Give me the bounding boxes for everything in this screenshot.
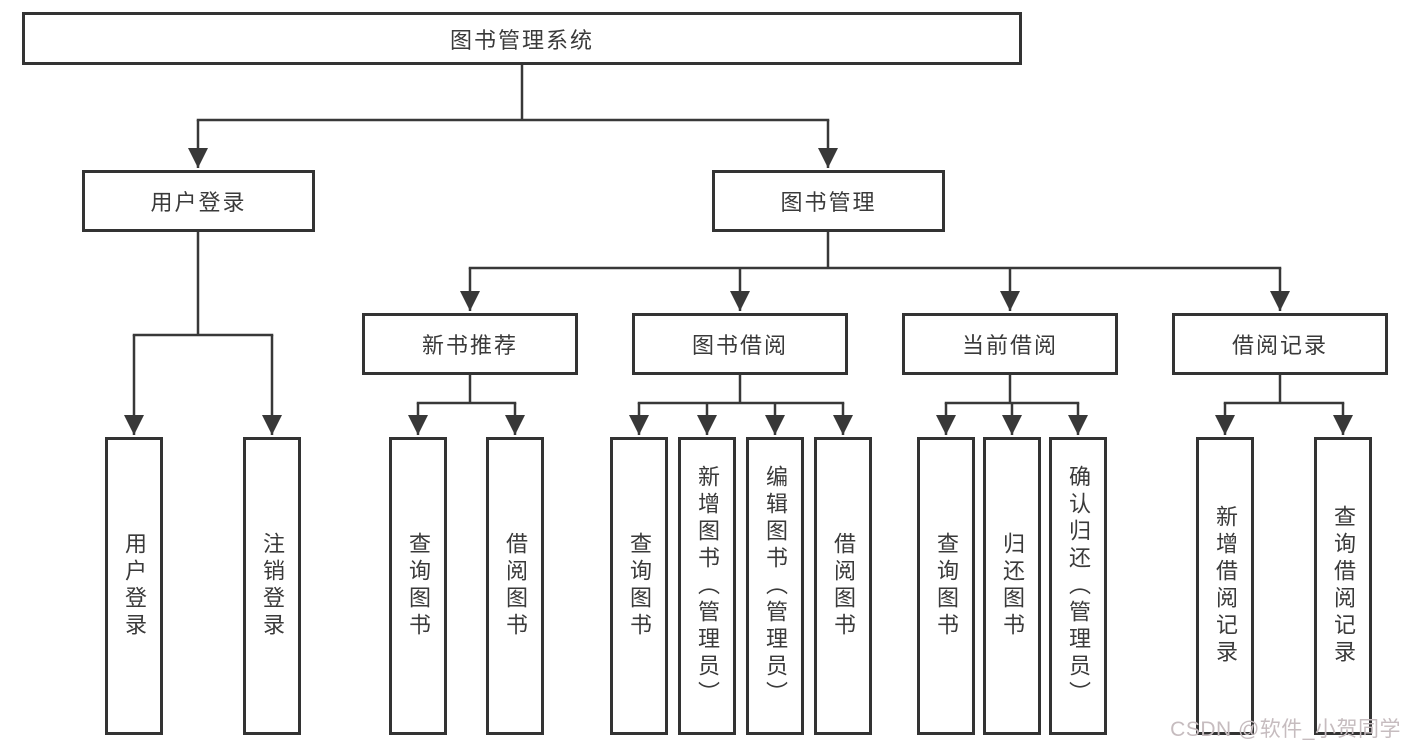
leaf-return-books-label: 归还图书 xyxy=(1000,532,1025,640)
leaf-user-login: 用户登录 xyxy=(105,437,163,735)
leaf-query-borrow-record: 查询借阅记录 xyxy=(1314,437,1372,735)
node-book-borrowing: 图书借阅 xyxy=(632,313,848,375)
node-book-management-label: 图书管理 xyxy=(780,190,877,215)
node-book-management: 图书管理 xyxy=(712,170,945,232)
node-current-borrowing: 当前借阅 xyxy=(902,313,1118,375)
watermark: CSDN @软件_小贺同学 xyxy=(1170,718,1401,741)
node-book-borrowing-label: 图书借阅 xyxy=(691,333,788,358)
node-current-borrowing-label: 当前借阅 xyxy=(961,333,1058,358)
leaf-query-books-current: 查询图书 xyxy=(917,437,975,735)
leaf-confirm-return-admin-label: 确认归还（管理员） xyxy=(1066,464,1091,708)
node-user-login-label: 用户登录 xyxy=(150,190,247,215)
leaf-borrow-books-recommend-label: 借阅图书 xyxy=(503,532,528,640)
leaf-query-books-borrow: 查询图书 xyxy=(610,437,668,735)
leaf-user-login-label: 用户登录 xyxy=(122,532,147,640)
leaf-query-books-borrow-label: 查询图书 xyxy=(627,532,652,640)
node-user-login: 用户登录 xyxy=(82,170,315,232)
leaf-add-book-admin-label: 新增图书（管理员） xyxy=(695,464,720,708)
node-new-book-recommendation-label: 新书推荐 xyxy=(421,333,518,358)
leaf-borrow-books: 借阅图书 xyxy=(814,437,872,735)
node-borrowing-records: 借阅记录 xyxy=(1172,313,1388,375)
leaf-query-books-recommend-label: 查询图书 xyxy=(406,532,431,640)
leaf-logout: 注销登录 xyxy=(243,437,301,735)
leaf-query-books-current-label: 查询图书 xyxy=(934,532,959,640)
leaf-add-book-admin: 新增图书（管理员） xyxy=(678,437,736,735)
leaf-query-borrow-record-label: 查询借阅记录 xyxy=(1331,505,1356,667)
node-new-book-recommendation: 新书推荐 xyxy=(362,313,578,375)
leaf-add-borrow-record: 新增借阅记录 xyxy=(1196,437,1254,735)
leaf-return-books: 归还图书 xyxy=(983,437,1041,735)
leaf-confirm-return-admin: 确认归还（管理员） xyxy=(1049,437,1107,735)
node-root-label: 图书管理系统 xyxy=(449,27,594,53)
node-borrowing-records-label: 借阅记录 xyxy=(1231,333,1328,358)
leaf-add-borrow-record-label: 新增借阅记录 xyxy=(1213,505,1238,667)
leaf-logout-label: 注销登录 xyxy=(260,532,285,640)
leaf-query-books-recommend: 查询图书 xyxy=(389,437,447,735)
node-root: 图书管理系统 xyxy=(22,12,1022,65)
leaf-borrow-books-recommend: 借阅图书 xyxy=(486,437,544,735)
leaf-edit-book-admin-label: 编辑图书（管理员） xyxy=(763,464,788,708)
leaf-edit-book-admin: 编辑图书（管理员） xyxy=(746,437,804,735)
leaf-borrow-books-label: 借阅图书 xyxy=(831,532,856,640)
